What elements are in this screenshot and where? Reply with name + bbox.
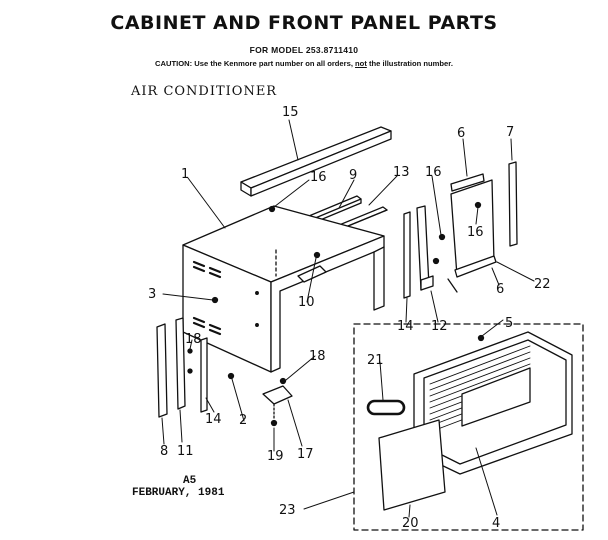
part-side-strips: [200, 211, 411, 413]
callout-16: 16: [425, 165, 442, 180]
part-side-panel: [447, 173, 497, 293]
callout-23: 23: [279, 503, 296, 518]
callout-8: 8: [160, 444, 168, 459]
page-title: CABINET AND FRONT PANEL PARTS: [110, 12, 498, 34]
callout-4: 4: [492, 516, 500, 531]
callout-19: 19: [267, 449, 284, 464]
caution-suffix: the illustration number.: [366, 59, 453, 68]
callout-7: 7: [506, 125, 514, 140]
callout-10: 10: [298, 295, 315, 310]
footer-code: A5: [183, 475, 197, 487]
footer-date: FEBRUARY, 1981: [132, 487, 225, 499]
leader-lines: [161, 119, 535, 518]
callout-18: 18: [185, 332, 202, 347]
part-left-strips: [156, 317, 186, 418]
callout-14: 14: [397, 319, 414, 334]
caution-not: not: [355, 59, 367, 68]
callout-5: 5: [505, 316, 513, 331]
callout-9: 9: [349, 168, 357, 183]
part-bracket: [416, 205, 434, 291]
callout-18: 18: [309, 349, 326, 364]
callout-14: 14: [205, 412, 222, 427]
callout-11: 11: [177, 444, 194, 459]
model-line: FOR MODEL 253.8711410: [249, 45, 359, 55]
callout-6: 6: [457, 126, 465, 141]
callout-16: 16: [310, 170, 327, 185]
part-top-trim-strip: [240, 126, 392, 197]
section-label: AIR CONDITIONER: [131, 84, 278, 99]
caution-line: CAUTION: Use the Kenmore part number on …: [0, 59, 608, 68]
part-tall-strip: [508, 161, 518, 247]
callout-20: 20: [402, 516, 419, 531]
callout-16: 16: [467, 225, 484, 240]
callout-3: 3: [148, 287, 156, 302]
part-small-bracket: [227, 372, 293, 427]
callout-15: 15: [282, 105, 299, 120]
front-panel-group-box: [353, 323, 584, 531]
part-filter: [378, 419, 446, 511]
part-cabinet: [182, 205, 385, 373]
part-screws: [187, 201, 485, 374]
callout-17: 17: [297, 447, 314, 462]
callout-22: 22: [534, 277, 551, 292]
caution-prefix: CAUTION: Use the Kenmore part number on …: [155, 59, 356, 68]
callout-12: 12: [431, 319, 448, 334]
part-front-panel: [413, 331, 573, 475]
callout-6: 6: [496, 282, 504, 297]
callout-1: 1: [181, 167, 189, 182]
callout-2: 2: [239, 413, 247, 428]
callout-13: 13: [393, 165, 410, 180]
callout-21: 21: [367, 353, 384, 368]
part-knob-ring: [366, 399, 406, 416]
